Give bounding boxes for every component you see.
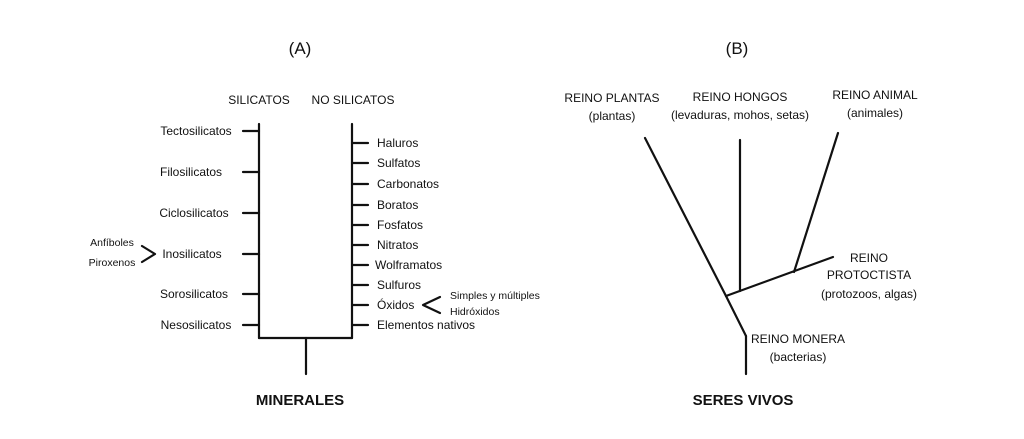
reino-monera-desc: (bacterias)	[770, 350, 827, 364]
no-silicato-label: Wolframatos	[375, 258, 442, 272]
inosilicato-subtype: Piroxenos	[89, 257, 136, 269]
panel-a: (A) SILICATOS NO SILICATOS	[89, 39, 540, 409]
silicato-label: Sorosilicatos	[160, 287, 228, 301]
silicato-label: Ciclosilicatos	[159, 206, 228, 220]
no-silicato-label: Nitratos	[377, 238, 418, 252]
panel-a-letter: (A)	[289, 39, 312, 58]
no-silicato-label: Elementos nativos	[377, 318, 475, 332]
inosilicato-subtype: Anfíboles	[90, 237, 134, 249]
phylogenetic-tree-lines	[643, 131, 840, 376]
silicato-label: Inosilicatos	[162, 247, 221, 261]
reino-hongos-desc: (levaduras, mohos, setas)	[671, 108, 809, 122]
oxido-subtype: Simples y múltiples	[450, 290, 540, 302]
reino-animal-label: REINO ANIMAL	[832, 88, 918, 102]
no-silicatos-header: NO SILICATOS	[312, 93, 395, 107]
silicato-label: Filosilicatos	[160, 165, 222, 179]
panel-b-title: SERES VIVOS	[693, 392, 794, 409]
no-silicato-label: Óxidos	[377, 297, 414, 312]
silicato-label: Tectosilicatos	[160, 124, 231, 138]
reino-hongos-label: REINO HONGOS	[693, 90, 788, 104]
reino-monera-label: REINO MONERA	[751, 332, 845, 346]
reino-animal-desc: (animales)	[847, 106, 903, 120]
silicato-label: Nesosilicatos	[161, 318, 232, 332]
reino-protoctista-label: REINO	[850, 251, 888, 265]
panel-a-title: MINERALES	[256, 392, 344, 409]
reino-plantas-desc: (plantas)	[589, 109, 636, 123]
panel-b-letter: (B)	[726, 39, 749, 58]
panel-b: (B) REINO PLANTAS (plantas) REINO HONGOS…	[564, 39, 918, 409]
reino-protoctista-label: PROTOCTISTA	[827, 268, 911, 282]
silicatos-header: SILICATOS	[228, 93, 290, 107]
oxido-subtype: Hidróxidos	[450, 306, 500, 318]
reino-plantas-label: REINO PLANTAS	[564, 91, 659, 105]
no-silicato-label: Sulfatos	[377, 156, 420, 170]
no-silicato-label: Boratos	[377, 198, 418, 212]
no-silicato-label: Carbonatos	[377, 177, 439, 191]
no-silicato-label: Haluros	[377, 136, 418, 150]
no-silicato-label: Fosfatos	[377, 218, 423, 232]
reino-protoctista-desc: (protozoos, algas)	[821, 287, 917, 301]
mineral-tree-lines	[140, 122, 442, 376]
no-silicato-label: Sulfuros	[377, 278, 421, 292]
